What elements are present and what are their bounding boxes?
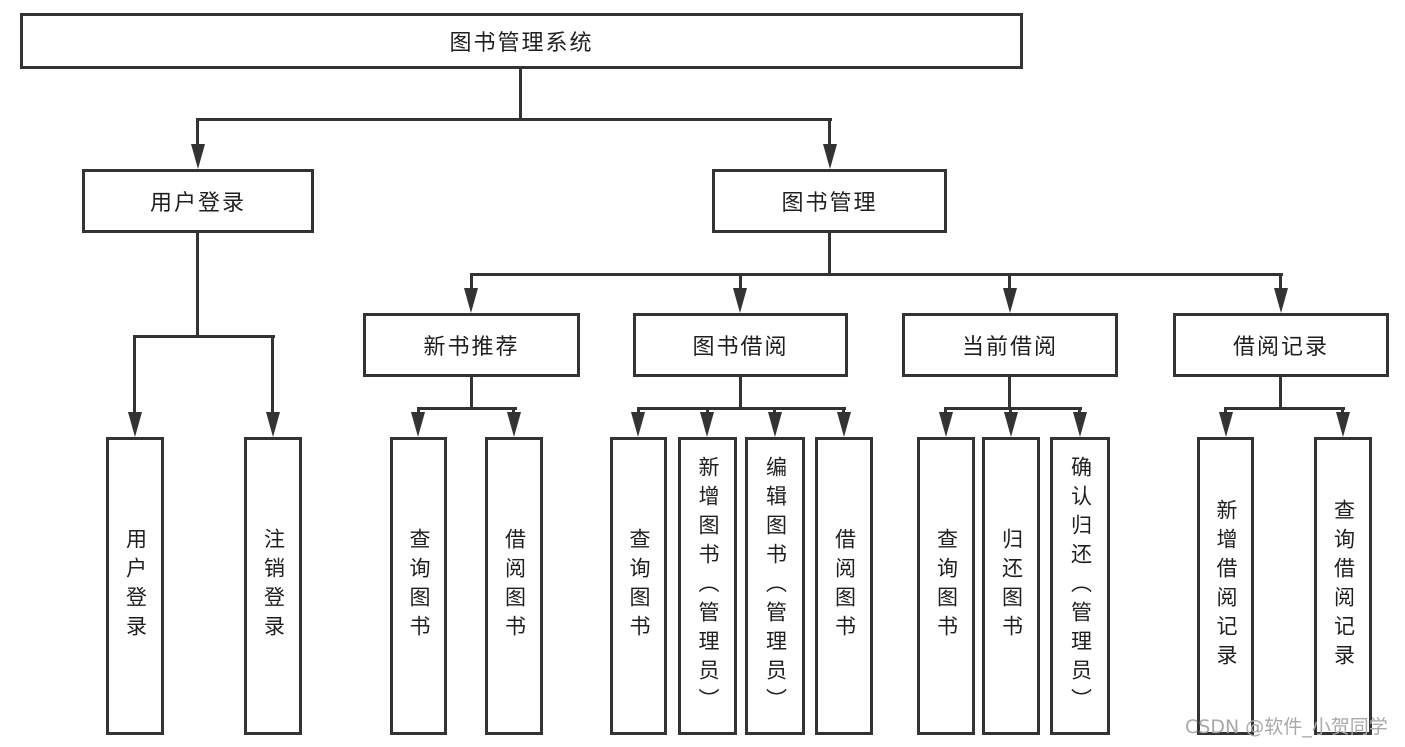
connector-stem — [1279, 377, 1282, 407]
node-root-label: 图书管理系统 — [449, 31, 594, 56]
connector-line — [197, 118, 832, 121]
connector-stem — [470, 273, 473, 291]
node-new-book-recommend-label: 新书推荐 — [423, 335, 520, 360]
leaf-borrow-books-1: 借阅图书 — [485, 437, 543, 735]
connector-line — [637, 407, 846, 410]
connector-stem — [196, 233, 199, 335]
arrow-down-icon — [939, 412, 953, 437]
connector-line — [470, 273, 1283, 276]
leaf-query-books-1: 查询图书 — [390, 437, 447, 735]
leaf-borrow-books-2: 借阅图书 — [815, 437, 873, 735]
leaf-label: 用户登录 — [123, 528, 148, 644]
connector-stem — [196, 118, 199, 146]
arrow-down-icon — [266, 412, 280, 437]
node-current-borrow: 当前借阅 — [902, 313, 1118, 377]
leaf-label: 查询图书 — [934, 528, 959, 644]
arrow-down-icon — [1004, 412, 1018, 437]
connector-stem — [519, 69, 522, 118]
connector-line — [133, 335, 275, 338]
connector-stem — [1008, 273, 1011, 291]
leaf-label: 确认归还（管理员） — [1068, 455, 1093, 717]
connector-line — [417, 407, 517, 410]
leaf-label: 新增图书（管理员） — [696, 455, 720, 717]
leaf-query-books-2: 查询图书 — [610, 437, 667, 735]
watermark: CSDN @软件_小贺同学 — [1185, 716, 1388, 738]
node-root: 图书管理系统 — [20, 13, 1023, 69]
connector-stem — [1279, 273, 1282, 291]
node-book-management: 图书管理 — [712, 169, 947, 233]
leaf-add-books-admin: 新增图书（管理员） — [678, 437, 737, 735]
leaf-label: 查询图书 — [627, 528, 651, 644]
connector-line — [1224, 407, 1345, 410]
leaf-label: 查询借阅记录 — [1331, 499, 1356, 673]
arrow-down-icon — [191, 144, 205, 169]
arrow-down-icon — [768, 412, 782, 437]
leaf-return-books: 归还图书 — [982, 437, 1040, 735]
arrow-down-icon — [464, 288, 478, 313]
arrow-down-icon — [1073, 412, 1087, 437]
node-new-book-recommend: 新书推荐 — [363, 313, 580, 377]
leaf-label: 借阅图书 — [502, 528, 527, 644]
node-borrow-records-label: 借阅记录 — [1232, 335, 1329, 360]
node-user-login: 用户登录 — [82, 169, 314, 233]
leaf-label: 新增借阅记录 — [1214, 499, 1238, 673]
node-book-management-label: 图书管理 — [781, 191, 878, 216]
connector-stem — [133, 335, 136, 415]
connector-stem — [739, 377, 742, 407]
arrow-down-icon — [700, 412, 714, 437]
leaf-add-borrow-record: 新增借阅记录 — [1197, 437, 1254, 735]
node-borrow-records: 借阅记录 — [1173, 313, 1389, 377]
leaf-query-books-3: 查询图书 — [917, 437, 975, 735]
arrow-down-icon — [1274, 288, 1288, 313]
arrow-down-icon — [128, 412, 142, 437]
connector-stem — [828, 118, 831, 146]
leaf-query-borrow-record: 查询借阅记录 — [1314, 437, 1372, 735]
connector-stem — [470, 377, 473, 407]
arrow-down-icon — [823, 144, 837, 169]
leaf-edit-books-admin: 编辑图书（管理员） — [745, 437, 805, 735]
leaf-user-login: 用户登录 — [106, 437, 164, 735]
leaf-label: 借阅图书 — [832, 528, 857, 644]
arrow-down-icon — [837, 412, 851, 437]
connector-stem — [1008, 377, 1011, 407]
node-book-borrow-label: 图书借阅 — [692, 335, 789, 360]
connector-line — [944, 407, 1082, 410]
arrow-down-icon — [1219, 412, 1233, 437]
arrow-down-icon — [411, 412, 425, 437]
connector-stem — [739, 273, 742, 291]
leaf-logout: 注销登录 — [244, 437, 302, 735]
node-book-borrow: 图书借阅 — [633, 313, 848, 377]
arrow-down-icon — [733, 288, 747, 313]
arrow-down-icon — [631, 412, 645, 437]
arrow-down-icon — [1003, 288, 1017, 313]
leaf-label: 注销登录 — [261, 528, 286, 644]
arrow-down-icon — [1336, 412, 1350, 437]
leaf-label: 归还图书 — [999, 528, 1024, 644]
node-current-borrow-label: 当前借阅 — [961, 335, 1058, 360]
connector-stem — [271, 335, 274, 415]
leaf-label: 编辑图书（管理员） — [763, 455, 788, 717]
arrow-down-icon — [507, 412, 521, 437]
connector-stem — [828, 233, 831, 273]
leaf-label: 查询图书 — [407, 528, 431, 644]
leaf-confirm-return-admin: 确认归还（管理员） — [1050, 437, 1110, 735]
node-user-login-label: 用户登录 — [149, 191, 246, 216]
